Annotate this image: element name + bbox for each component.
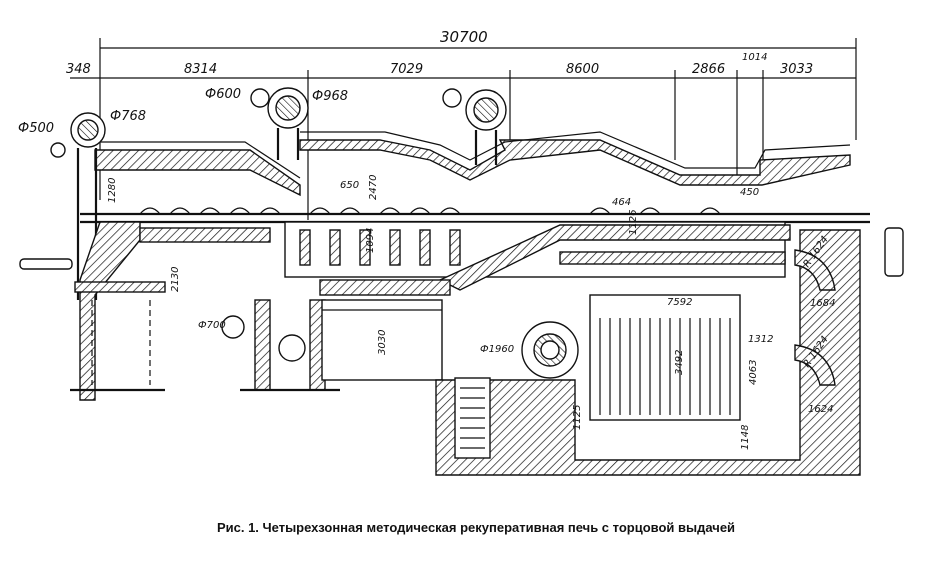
recuperator	[435, 227, 904, 476]
segment-label: 8314	[184, 62, 217, 77]
dimension-label: 2130	[170, 267, 181, 292]
recuperator-tubes	[599, 318, 731, 415]
dimension-label: 1126	[628, 210, 639, 235]
dimension-label: 1684	[810, 298, 835, 309]
dimension-label: 1280	[107, 178, 118, 203]
dimension-label: 3492	[674, 350, 685, 375]
diameter-label: Ф768	[110, 109, 146, 124]
segment-label: 8600	[566, 62, 599, 77]
total-length-label: 30700	[440, 28, 488, 46]
furnace-technical-drawing: 30700 348 8314 7029 8600 2866 1014 3033 …	[18, 28, 904, 476]
diameter-label: Ф600	[205, 87, 241, 102]
diameter-label: Ф700	[198, 320, 226, 331]
segment-label: 7029	[390, 62, 423, 77]
diameter-label: Ф1960	[480, 344, 514, 355]
dimension-chain: 30700 348 8314 7029 8600 2866 1014 3033	[66, 28, 857, 220]
diameter-label: Ф500	[18, 121, 54, 136]
dimension-label: 1125	[572, 405, 583, 430]
diameter-label: Ф968	[312, 89, 348, 104]
segment-label: 1014	[742, 52, 767, 63]
dimension-label: 7592	[667, 297, 692, 308]
dimension-label: 1094	[365, 228, 376, 253]
louver	[460, 387, 485, 449]
furnace-chamber	[19, 207, 870, 401]
hearth-pillars	[299, 229, 461, 266]
dimension-label: 464	[612, 197, 631, 208]
dimension-label: 450	[740, 187, 759, 198]
upper-gas-duct	[94, 131, 851, 197]
segment-label: 348	[66, 62, 91, 77]
dimension-label: 1148	[740, 425, 751, 450]
segment-label: 3033	[780, 62, 813, 77]
height-dimensions: 1280 2130 650 2470 1094 3030 464 450 112…	[107, 175, 759, 355]
dimension-label: 4063	[748, 360, 759, 385]
air-headers: Ф500 Ф768 Ф600 Ф968	[18, 87, 507, 300]
dimension-label: 2470	[368, 175, 379, 200]
dimension-label: 1312	[748, 334, 773, 345]
figure-caption: Рис. 1. Четырехзонная методическая рекуп…	[216, 520, 736, 535]
dimension-label: 1624	[808, 404, 833, 415]
dimension-label: 3030	[377, 330, 388, 355]
dimension-label: 650	[340, 180, 359, 191]
segment-label: 2866	[692, 62, 725, 77]
